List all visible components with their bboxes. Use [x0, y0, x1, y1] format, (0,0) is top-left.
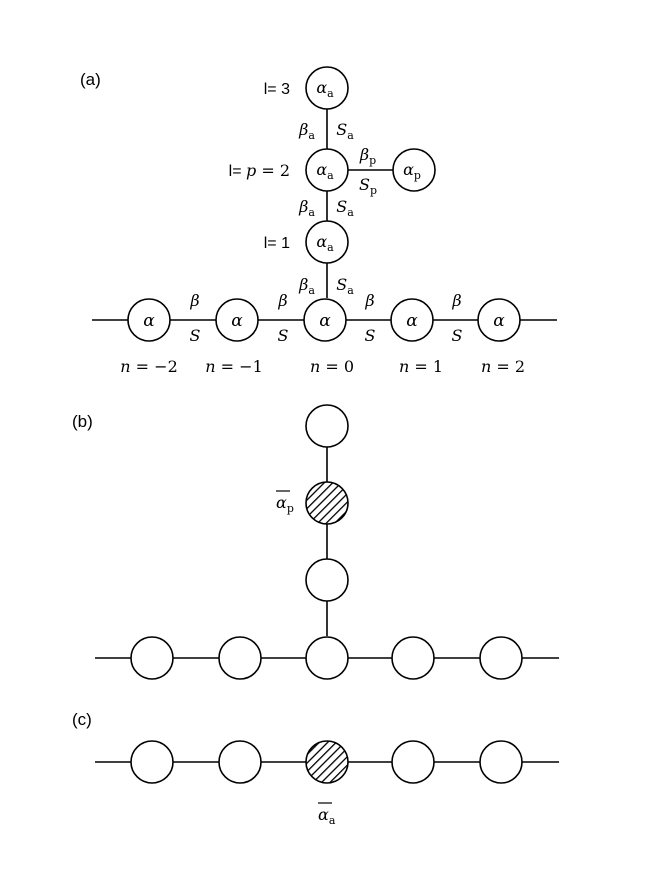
chain-site-b-4 [391, 636, 435, 680]
shaded-site-b [305, 481, 349, 525]
branch-bond-1: βa Sa [298, 275, 354, 297]
bond-s: S [190, 326, 201, 345]
bond-s: S [452, 326, 463, 345]
position-label-n-1: n = 1 [399, 357, 443, 376]
bond-s: S [278, 326, 289, 345]
bond-beta: β [364, 291, 374, 310]
branch-site-label: αa [316, 160, 334, 182]
chain-bond-4: β S [451, 291, 462, 345]
position-label-n-minus-1: n = −1 [205, 357, 263, 376]
position-label-n-2: n = 2 [481, 357, 525, 376]
chain-site-b-3 [305, 636, 349, 680]
chain-site-b-1 [130, 636, 174, 680]
chain-bond-3: β S [364, 291, 375, 345]
chain-site-b-2 [218, 636, 262, 680]
panel-a: (a) α α α α α β S [80, 66, 557, 376]
panel-b-label: (b) [72, 412, 93, 431]
pendant-site: αp [392, 148, 436, 192]
bond-s-a: Sa [336, 120, 354, 142]
chain-site-n-2: α [477, 298, 521, 342]
bond-beta-a: βa [298, 120, 315, 142]
branch-site-l3: αa [305, 66, 349, 110]
position-label-n-minus-2: n = −2 [120, 357, 178, 376]
bond-beta-a: βa [298, 275, 315, 297]
bond-beta: β [189, 291, 199, 310]
pendant-bond: βp Sp [359, 145, 377, 197]
chain-site-c-4 [391, 740, 435, 784]
bond-s: S [365, 326, 376, 345]
chain-site-n-minus-1: α [215, 298, 259, 342]
chain-site-c-1 [130, 740, 174, 784]
site-label: α [231, 311, 243, 331]
level-label-l3: l= 3 [264, 81, 290, 98]
bond-s-p: Sp [359, 175, 377, 197]
branch-site-l1: αa [305, 220, 349, 264]
bond-beta-a: βa [298, 197, 315, 219]
branch-bond-3: βa Sa [298, 120, 354, 142]
branch-site-b-1 [305, 558, 349, 602]
bond-s-a: Sa [336, 275, 354, 297]
chain-site-c-2 [218, 740, 262, 784]
pendant-site-label: αp [403, 160, 421, 182]
panel-b: (b) αp [72, 404, 559, 680]
bond-beta: β [277, 291, 287, 310]
chain-site-c-5 [479, 740, 523, 784]
site-label: α [406, 311, 418, 331]
panel-c: (c) αa [72, 710, 559, 827]
site-label: α [319, 311, 331, 331]
panel-c-label: (c) [72, 710, 92, 729]
branch-site-label: αa [316, 232, 334, 254]
chain-site-n-0: α [303, 298, 347, 342]
position-label-n-0: n = 0 [310, 357, 354, 376]
branch-bond-2: βa Sa [298, 197, 354, 219]
site-label: α [493, 311, 505, 331]
chain-bond-2: β S [277, 291, 288, 345]
branch-site-l2: αa [305, 148, 349, 192]
bond-s-a: Sa [336, 197, 354, 219]
level-label-l2: l= p = 2 [229, 161, 290, 180]
branch-site-label: αa [316, 78, 334, 100]
chain-site-b-5 [479, 636, 523, 680]
bond-beta-p: βp [359, 145, 376, 167]
shaded-site-c-label: αa [318, 805, 336, 827]
shaded-site-b-label: αp [276, 493, 294, 515]
chain-site-n-minus-2: α [127, 298, 171, 342]
chain-site-n-1: α [390, 298, 434, 342]
panel-a-label: (a) [80, 70, 101, 89]
site-label: α [143, 311, 155, 331]
level-label-l1: l= 1 [264, 235, 290, 252]
shaded-site-c [305, 740, 349, 784]
branch-site-b-3 [305, 404, 349, 448]
chain-bond-1: β S [189, 291, 200, 345]
bond-beta: β [451, 291, 461, 310]
